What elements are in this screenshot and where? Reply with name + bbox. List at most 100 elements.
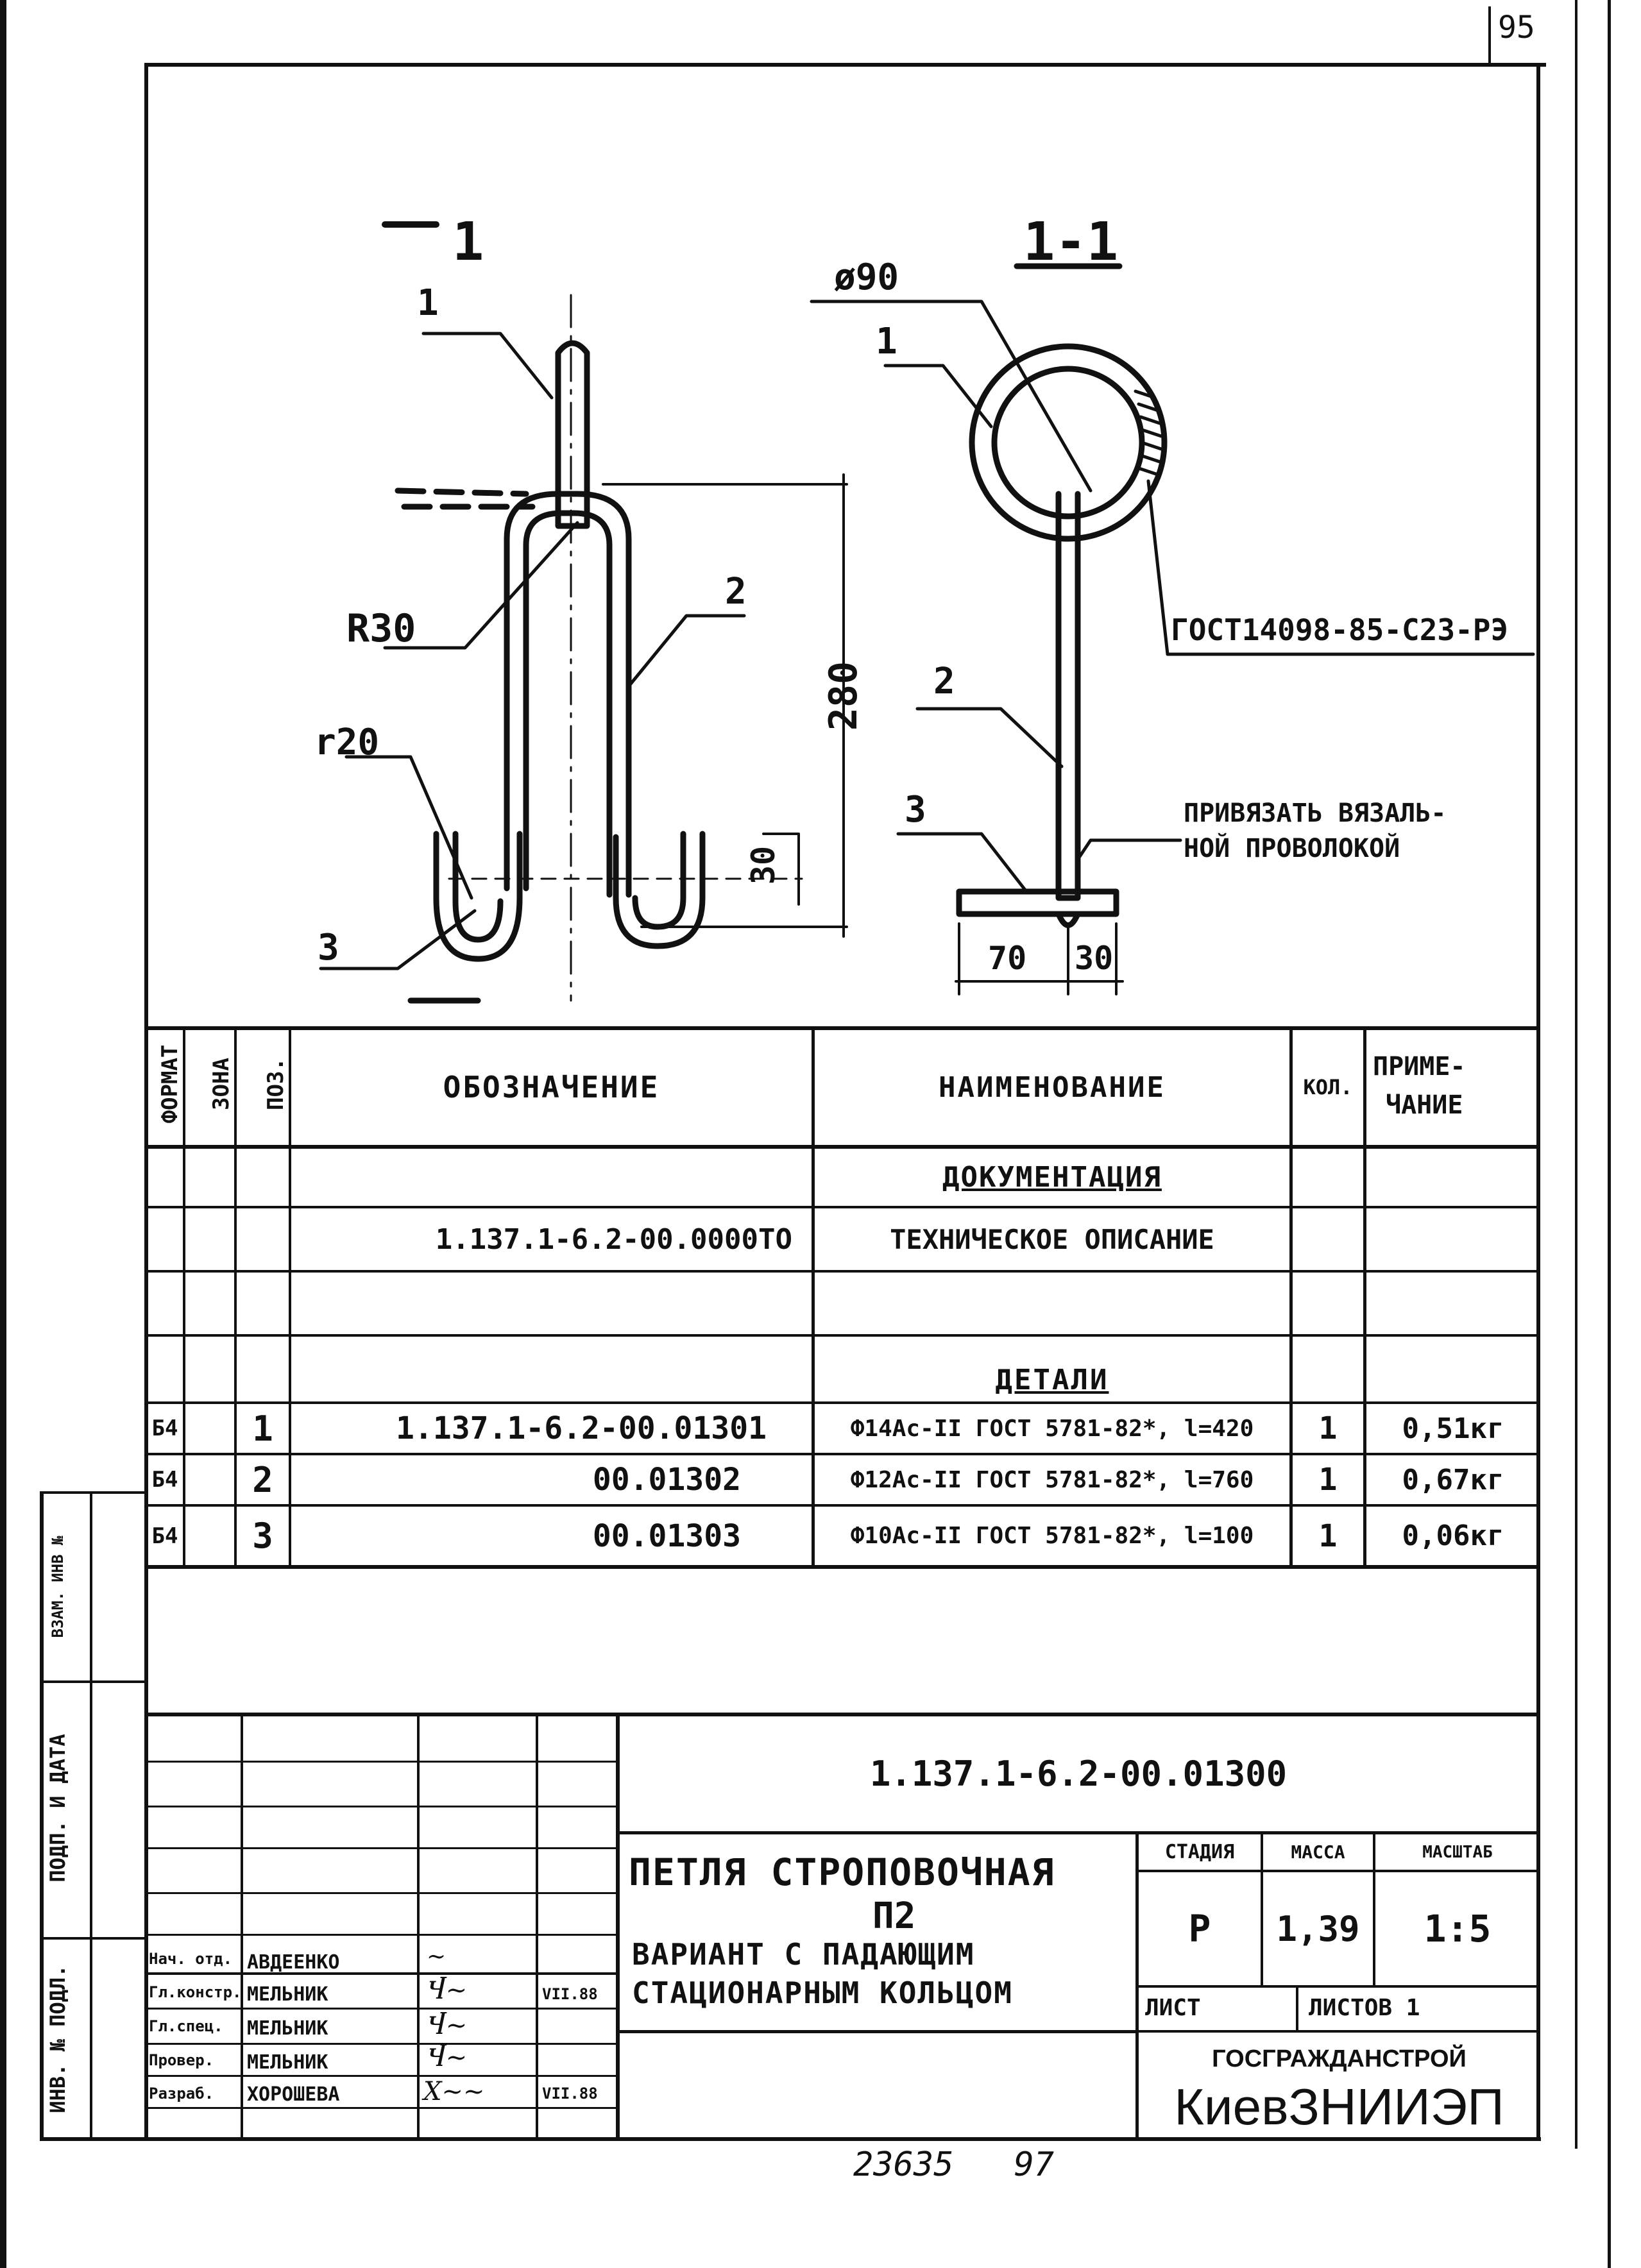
signer-3-name: МЕЛЬНИК — [247, 2017, 328, 2040]
signer-5-name: ХОРОШЕВА — [247, 2083, 340, 2106]
sig-hline — [144, 2008, 616, 2010]
tb-hline-title — [616, 2030, 1135, 2033]
spec-hline — [144, 1334, 1540, 1337]
mass-label: МАССА — [1291, 1841, 1345, 1863]
doc-designation: 1.137.1-6.2-00.0000ТО — [435, 1223, 792, 1256]
spec-hline — [144, 1206, 1540, 1208]
row2-pos: 2 — [252, 1459, 273, 1500]
sheet-label: ЛИСТ — [1145, 1995, 1201, 2021]
header-format: ФОРМАТ — [157, 1044, 183, 1124]
scale-value: 1:5 — [1424, 1907, 1492, 1951]
spec-vline — [289, 1026, 291, 1567]
row1-format: Б4 — [151, 1416, 178, 1441]
signer-5-date: VII.88 — [542, 2085, 598, 2103]
signer-4-role: Провер. — [149, 2051, 214, 2069]
row3-name: Ф10Ас-II ГОСТ 5781-82*, l=100 — [850, 1523, 1254, 1549]
signer-3-signature: Ⴣ~ — [427, 2011, 468, 2040]
callout-2-left: 2 — [725, 571, 747, 613]
diameter-dimension: ø90 — [834, 257, 899, 298]
sheets-label: ЛИСТОВ 1 — [1309, 1995, 1420, 2021]
tb-vline-scale — [1373, 1831, 1375, 1985]
spec-hline — [144, 1453, 1540, 1455]
dimension-70: 70 — [988, 940, 1027, 977]
sig-vline — [417, 1713, 420, 2139]
row2-format: Б4 — [151, 1467, 178, 1493]
spec-vline — [234, 1026, 237, 1567]
sig-hline — [144, 2075, 616, 2077]
sheet-corner-number: 95 — [1498, 10, 1535, 46]
signer-1-name: АВДЕЕНКО — [247, 1951, 340, 1974]
stage-value: Р — [1188, 1907, 1211, 1951]
sig-hline — [144, 1806, 616, 1807]
spec-hline-header — [144, 1145, 1540, 1149]
margin-hline — [40, 1680, 146, 1683]
sig-hline — [144, 1892, 616, 1894]
loop-bar-outline — [504, 491, 632, 898]
signer-3-role: Гл.спец. — [149, 2017, 223, 2035]
spec-hline — [144, 1504, 1540, 1507]
spec-vline — [1289, 1026, 1293, 1567]
frame-right-inner — [1575, 0, 1577, 2149]
callout-1-right: 1 — [876, 321, 897, 362]
doc-name: ТЕХНИЧЕСКОЕ ОПИСАНИЕ — [890, 1223, 1214, 1255]
signer-1-role: Нач. отд. — [149, 1950, 233, 1968]
tb-hline-stageval — [1135, 1985, 1540, 1988]
row1-name: Ф14Ас-II ГОСТ 5781-82*, l=420 — [850, 1415, 1254, 1442]
row2-note: 0,67кг — [1402, 1463, 1504, 1496]
sig-vline — [241, 1713, 243, 2139]
row2-name: Ф12Ас-II ГОСТ 5781-82*, l=760 — [850, 1466, 1254, 1493]
header-note-line1: ПРИМЕ- — [1373, 1052, 1466, 1081]
dimension-30-vertical: 30 — [745, 845, 782, 885]
mass-value: 1,39 — [1276, 1908, 1360, 1949]
view-label-right: 1-1 — [1023, 212, 1119, 273]
title-line1: ПЕТЛЯ СТРОПОВОЧНАЯ — [629, 1850, 1055, 1894]
row1-designation: 1.137.1-6.2-00.01301 — [396, 1410, 767, 1446]
corner-box-left — [1488, 6, 1491, 64]
row1-note: 0,51кг — [1402, 1412, 1504, 1445]
tie-note-line2: НОЙ ПРОВОЛОКОЙ — [1184, 834, 1400, 863]
margin-label-inv: ВЗАМ. ИНВ № — [49, 1536, 67, 1638]
spec-hline — [144, 1565, 1540, 1569]
header-qty: КОЛ. — [1303, 1075, 1353, 1099]
organization-line1: ГОСГРАЖДАНСТРОЙ — [1212, 2045, 1467, 2072]
organization-line2: КиевЗНИИЭП — [1174, 2078, 1504, 2135]
title-line3: ВАРИАНТ С ПАДАЮЩИМ — [632, 1937, 975, 1972]
weld-note: ГОСТ14098-85-С23-РЭ — [1171, 613, 1509, 647]
row3-note: 0,06кг — [1402, 1519, 1504, 1552]
technical-drawing — [319, 221, 1535, 1004]
tb-vline-main — [616, 1713, 620, 2139]
view-label-left: 1 — [452, 212, 484, 273]
spec-vline — [183, 1026, 185, 1567]
spec-hline-top — [144, 1026, 1540, 1030]
row3-format: Б4 — [151, 1523, 178, 1549]
tb-hline-code — [616, 1831, 1540, 1834]
section-documentation: ДОКУМЕНТАЦИЯ — [942, 1160, 1162, 1194]
tb-vline-sheets — [1296, 1985, 1298, 2030]
frame-left-edge — [0, 0, 6, 2268]
tb-top — [144, 1713, 1540, 1716]
title-line2: П2 — [872, 1895, 916, 1937]
signer-4-signature: Ⴣ~ — [427, 2043, 468, 2072]
sig-hline — [144, 2043, 616, 2045]
archive-number: 23635 97 — [853, 2145, 1055, 2184]
header-zone: ЗОНА — [208, 1058, 234, 1110]
frame-bottom-left — [40, 2137, 1541, 2141]
frame-right-edge — [1608, 0, 1611, 2268]
callout-1-left: 1 — [417, 282, 439, 324]
margin-label-orig: ИНВ. № ПОДЛ. — [46, 1965, 70, 2113]
title-line4: СТАЦИОНАРНЫМ КОЛЬЦОМ — [632, 1976, 1013, 2010]
sig-hline — [144, 2107, 616, 2109]
margin-hline — [40, 1491, 146, 1494]
tb-hline-sheets — [1135, 2030, 1540, 2033]
signer-2-signature: Ⴣ~ — [427, 1976, 468, 2005]
dimension-280: 280 — [821, 661, 866, 731]
signer-1-signature: ~ — [427, 1943, 446, 1970]
spec-hline — [144, 1401, 1540, 1404]
tb-vline-mass — [1261, 1831, 1263, 1985]
row1-pos: 1 — [252, 1408, 273, 1449]
signer-5-role: Разраб. — [149, 2085, 214, 2103]
header-note-line2: ЧАНИЕ — [1386, 1090, 1463, 1120]
frame-inner-left — [144, 63, 148, 2141]
spec-vline — [812, 1026, 815, 1567]
header-name: НАИМЕНОВАНИЕ — [939, 1071, 1166, 1104]
